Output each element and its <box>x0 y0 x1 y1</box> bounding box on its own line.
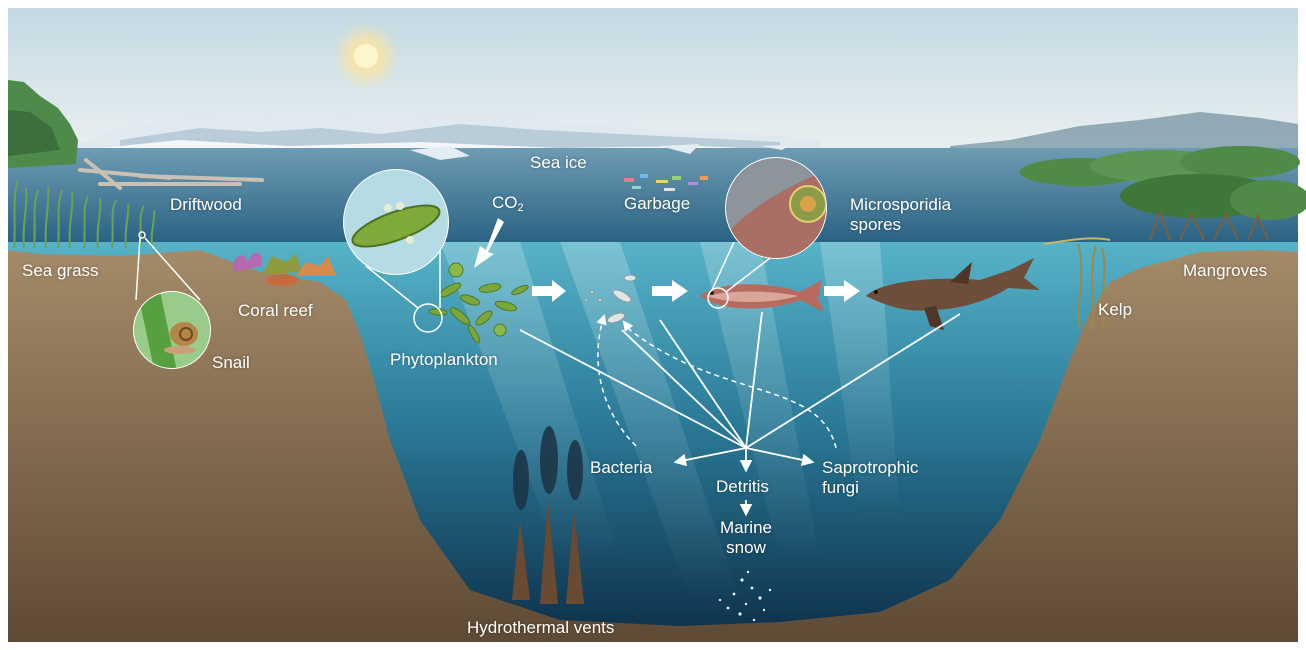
microsporidia-line2: spores <box>850 215 951 235</box>
marine-snow-line2: snow <box>714 538 778 558</box>
co2-subscript: 2 <box>518 202 524 214</box>
label-detritis: Detritis <box>716 477 769 497</box>
label-snail: Snail <box>212 353 250 373</box>
label-mangroves: Mangroves <box>1183 261 1267 281</box>
label-saprotrophic-fungi: Saprotrophic fungi <box>822 458 918 498</box>
label-co2: CO2 <box>492 193 524 218</box>
label-bacteria: Bacteria <box>590 458 652 478</box>
label-kelp: Kelp <box>1098 300 1132 320</box>
marine-snow-line1: Marine <box>714 518 778 538</box>
label-sea-ice: Sea ice <box>530 153 587 173</box>
label-sea-grass: Sea grass <box>22 261 99 281</box>
label-hydrothermal-vents: Hydrothermal vents <box>467 618 614 638</box>
saprotrophic-line2: fungi <box>822 478 918 498</box>
label-coral-reef: Coral reef <box>238 301 313 321</box>
label-driftwood: Driftwood <box>170 195 242 215</box>
label-marine-snow: Marine snow <box>714 518 778 558</box>
saprotrophic-line1: Saprotrophic <box>822 458 918 478</box>
label-phytoplankton: Phytoplankton <box>390 350 498 370</box>
label-microsporidia: Microsporidia spores <box>850 195 951 235</box>
label-garbage: Garbage <box>624 194 690 214</box>
microsporidia-line1: Microsporidia <box>850 195 951 215</box>
co2-main: CO <box>492 193 518 212</box>
